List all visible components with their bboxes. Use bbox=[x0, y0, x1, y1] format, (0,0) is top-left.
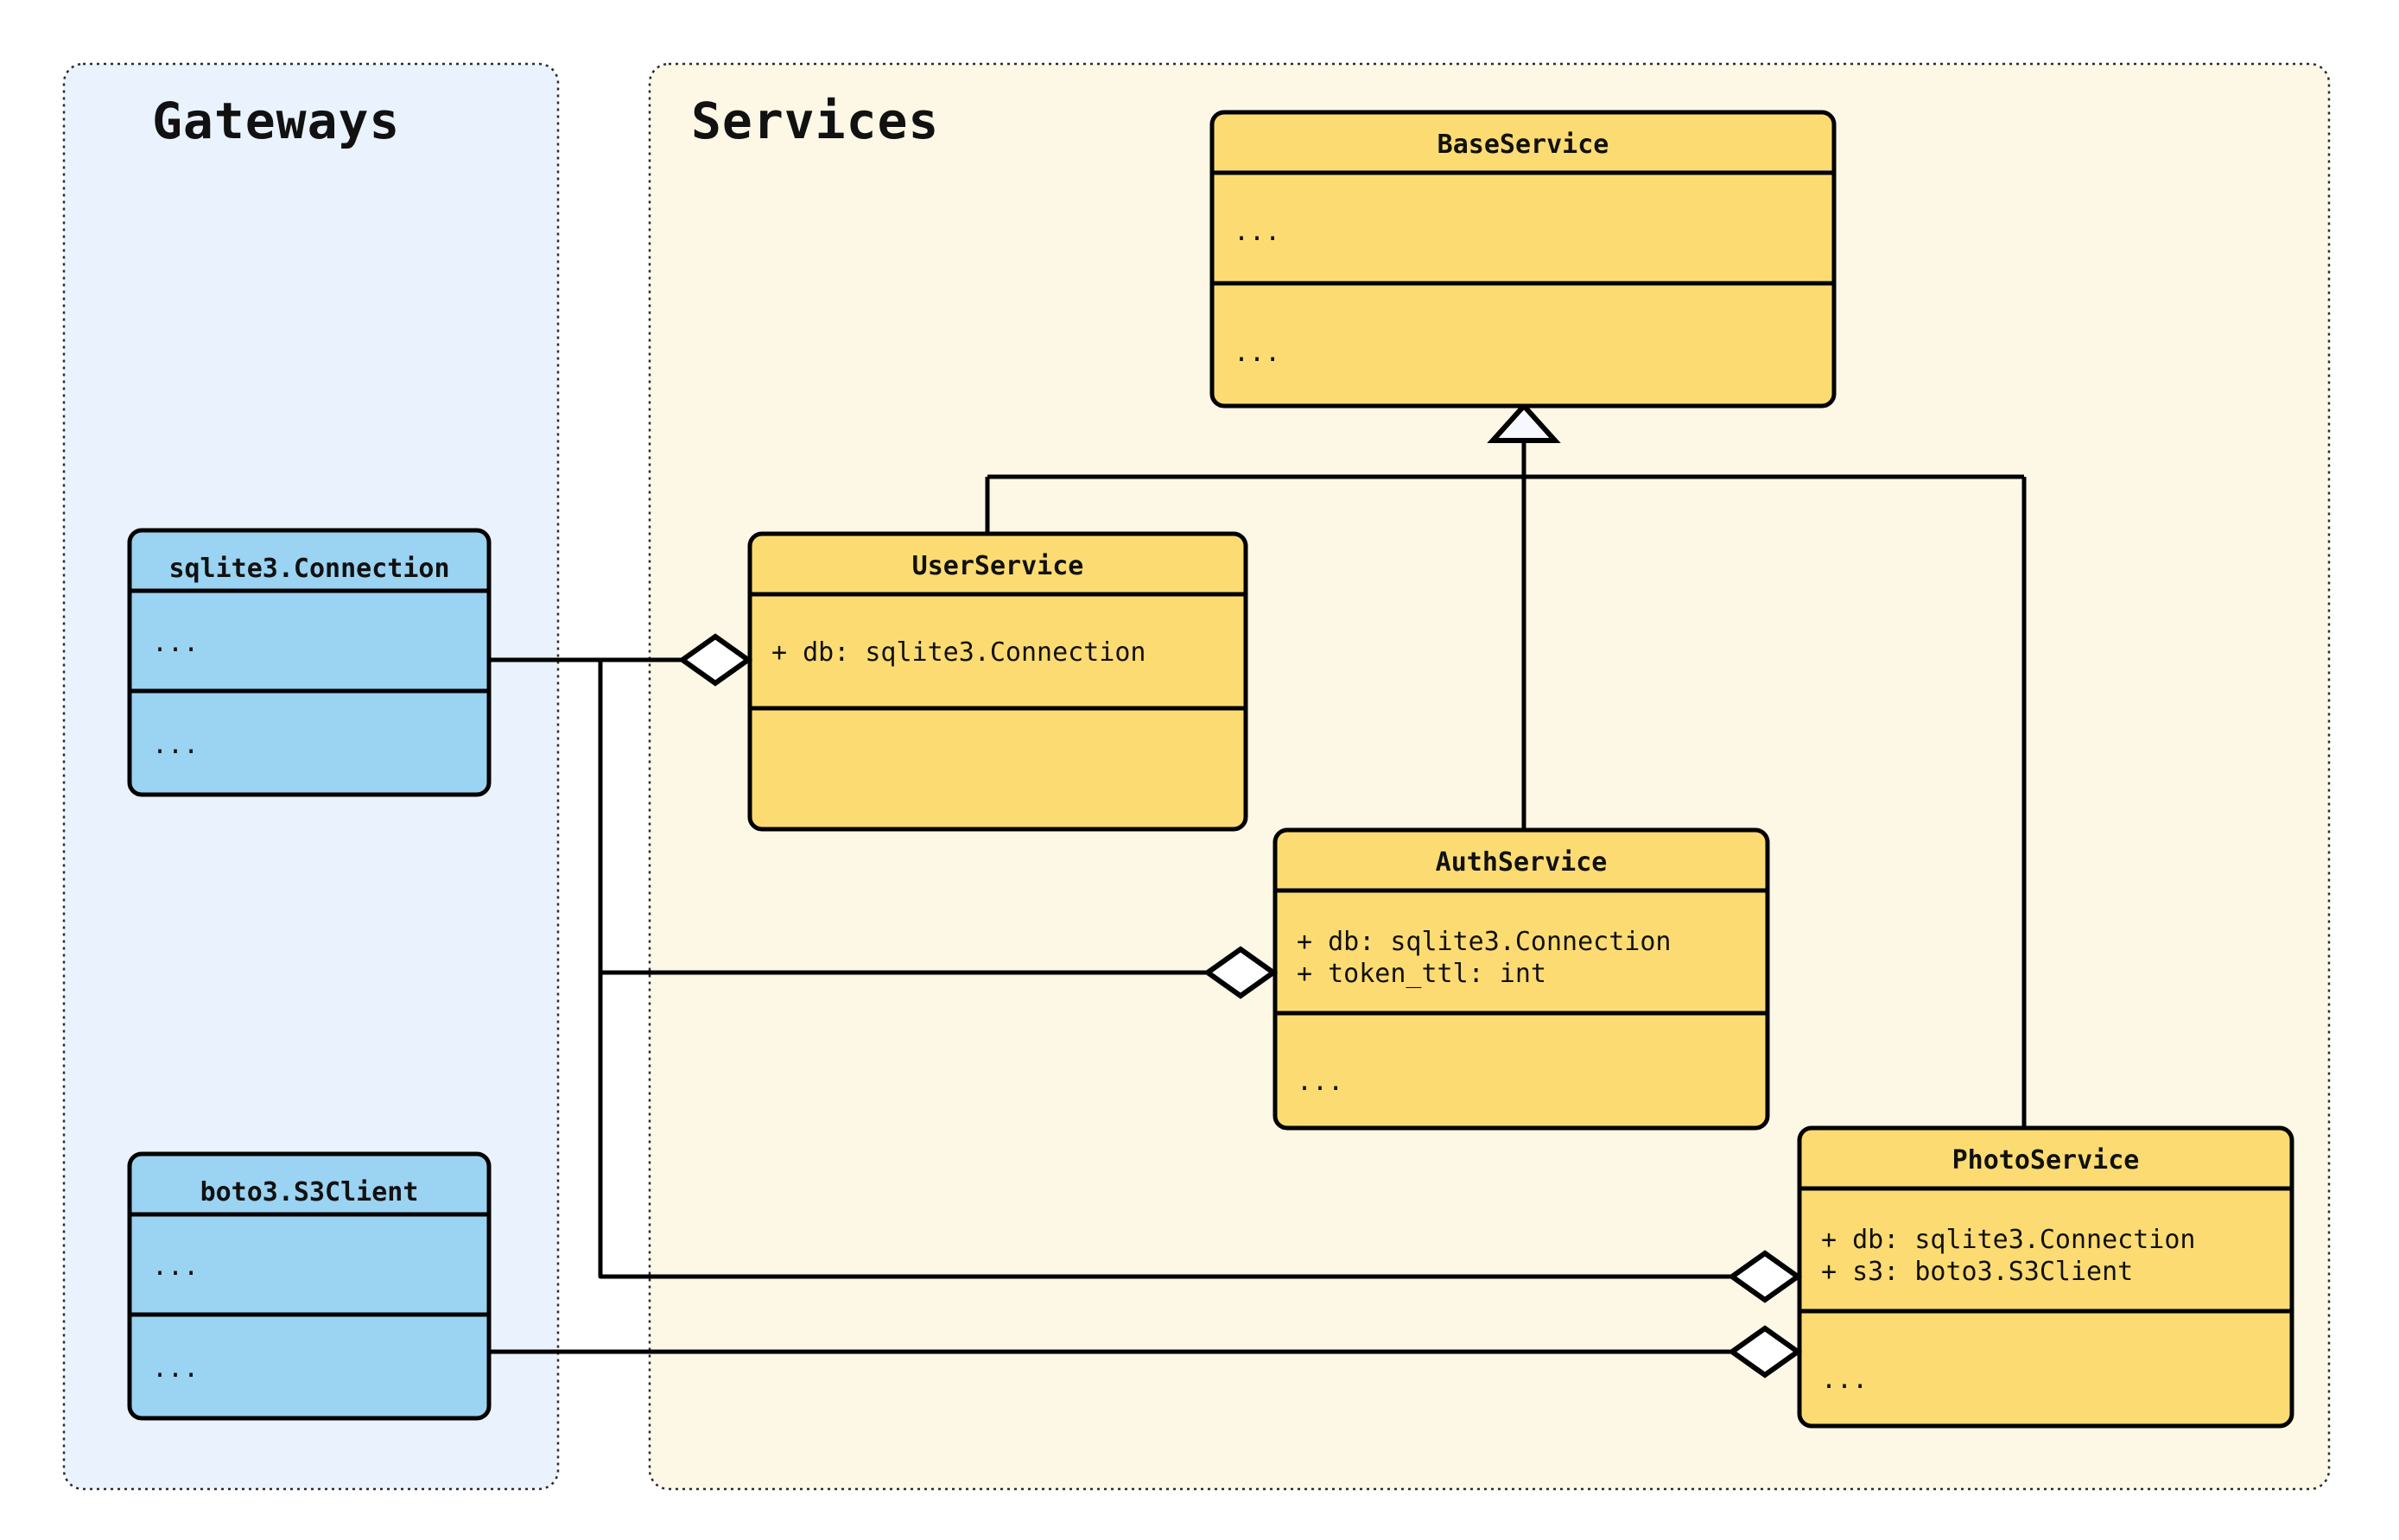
class-sqlite3-connection-attribute: ... bbox=[152, 628, 199, 658]
class-baseservice-method: ... bbox=[1234, 338, 1280, 368]
class-sqlite3-connection-box bbox=[127, 528, 492, 797]
aggregation-diamond-icon-userservice-db bbox=[677, 633, 753, 687]
class-photoservice-attribute-0: + db: sqlite3.Connection bbox=[1821, 1225, 2195, 1255]
package-gateways-label: Gateways bbox=[152, 92, 400, 150]
aggregation-diamond-icon-authservice-db bbox=[1203, 946, 1279, 999]
package-services-label: Services bbox=[691, 92, 939, 150]
class-sqlite3-connection-method: ... bbox=[152, 730, 199, 760]
aggregation-diamond-icon-photoservice-s3 bbox=[1727, 1325, 1803, 1378]
class-userservice-title: UserService bbox=[912, 551, 1084, 581]
class-authservice-method: ... bbox=[1297, 1067, 1343, 1097]
generalization-edges bbox=[985, 402, 2027, 1131]
class-photoservice-title: PhotoService bbox=[1952, 1145, 2140, 1176]
class-authservice-box bbox=[1272, 827, 1770, 1131]
class-baseservice[interactable]: BaseService ... ... bbox=[1209, 110, 1837, 409]
class-boto3-s3client[interactable]: boto3.S3Client ... ... bbox=[127, 1151, 492, 1421]
class-photoservice-attribute-1: + s3: boto3.S3Client bbox=[1821, 1257, 2133, 1287]
generalization-triangle-icon bbox=[1487, 402, 1561, 443]
class-boto3-s3client-attribute: ... bbox=[152, 1252, 199, 1282]
class-baseservice-attribute: ... bbox=[1234, 217, 1280, 247]
class-userservice[interactable]: UserService + db: sqlite3.Connection bbox=[747, 531, 1248, 832]
aggregation-diamonds bbox=[677, 633, 1803, 1378]
class-authservice-title: AuthService bbox=[1436, 847, 1608, 878]
class-baseservice-box bbox=[1209, 110, 1837, 409]
class-photoservice-method: ... bbox=[1821, 1365, 1868, 1395]
class-authservice-attribute-0: + db: sqlite3.Connection bbox=[1297, 927, 1671, 957]
class-sqlite3-connection[interactable]: sqlite3.Connection ... ... bbox=[127, 528, 492, 797]
aggregation-edges bbox=[489, 657, 1745, 1354]
class-boto3-s3client-title: boto3.S3Client bbox=[200, 1177, 419, 1207]
class-sqlite3-connection-title: sqlite3.Connection bbox=[168, 554, 449, 584]
aggregation-trunk-db bbox=[489, 657, 1745, 1279]
class-boto3-s3client-method: ... bbox=[152, 1353, 199, 1384]
class-userservice-box bbox=[747, 531, 1248, 832]
class-userservice-attribute: + db: sqlite3.Connection bbox=[771, 637, 1146, 668]
class-baseservice-title: BaseService bbox=[1437, 130, 1609, 160]
class-photoservice[interactable]: PhotoService + db: sqlite3.Connection + … bbox=[1797, 1125, 2294, 1429]
class-authservice-attribute-1: + token_ttl: int bbox=[1297, 959, 1546, 989]
aggregation-diamond-icon-photoservice-db bbox=[1727, 1250, 1803, 1303]
class-boto3-s3client-box bbox=[127, 1151, 492, 1421]
class-authservice[interactable]: AuthService + db: sqlite3.Connection + t… bbox=[1272, 827, 1770, 1131]
